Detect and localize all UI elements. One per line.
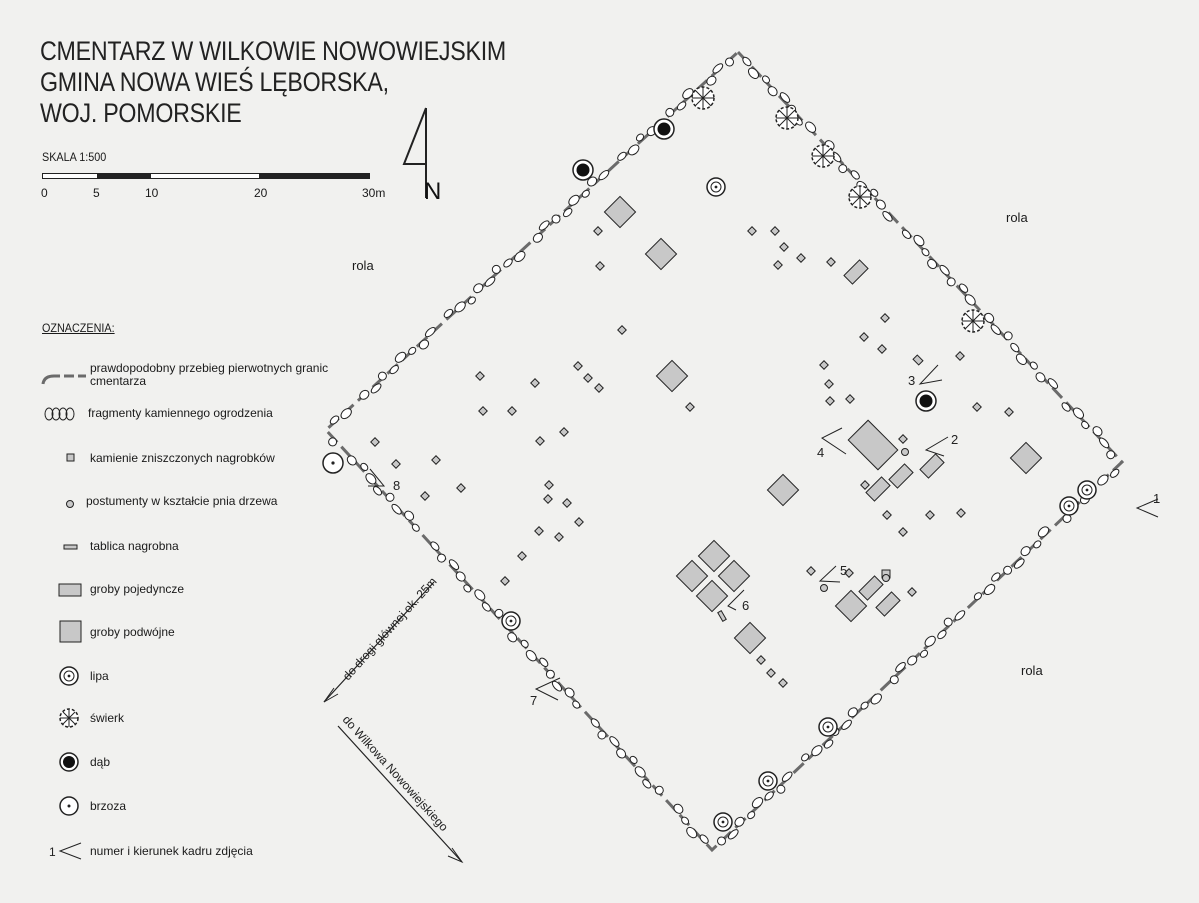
legend-birch: brzoza — [40, 792, 340, 820]
spruce-icon — [775, 106, 799, 130]
legend-double-grave: groby podwójne — [40, 618, 340, 646]
lime-tree-icon — [758, 771, 778, 791]
lime-tree-icon — [501, 611, 521, 631]
small-square-icon — [66, 453, 75, 462]
lime-tree-icon — [706, 177, 726, 197]
legend-title: OZNACZENIA: — [42, 321, 115, 335]
scale-tick-30: 30m — [362, 186, 386, 200]
oak-icon — [59, 752, 79, 772]
legend-stones: fragmenty kamiennego ogrodzenia — [40, 400, 340, 428]
legend-oak-text: dąb — [90, 755, 111, 769]
land-label-southeast: rola — [1021, 663, 1043, 678]
title-line-1: CMENTARZ W WILKOWIE NOWOWIEJSKIM — [40, 36, 507, 66]
plaque-icon — [63, 544, 78, 550]
spruce-icon — [59, 708, 79, 728]
lime-tree-icon — [818, 717, 838, 737]
legend-plaque: tablica nagrobna — [40, 533, 340, 561]
legend-double-grave-text: groby podwójne — [90, 625, 175, 639]
map-title: CMENTARZ W WILKOWIE NOWOWIEJSKIM GMINA N… — [40, 36, 506, 129]
scale-tick-20: 20 — [254, 186, 268, 200]
photo-point-3: 3 — [908, 373, 915, 388]
photo-point-2: 2 — [951, 432, 958, 447]
legend-lime-tree: lipa — [40, 662, 340, 690]
legend-small-circle-text: postumenty w kształcie pnia drzewa — [86, 494, 278, 508]
legend-boundary: prawdopodobny przebieg pierwotnych grani… — [40, 362, 340, 390]
legend-birch-text: brzoza — [90, 799, 127, 813]
lime-tree-icon — [1059, 496, 1079, 516]
road-arrows: do drogi głównej ok. 25m do Wilkowa Nowo… — [323, 574, 464, 864]
lime-tree-icon — [59, 666, 79, 686]
single-grave-icon — [58, 583, 82, 597]
north-label: N — [424, 178, 441, 205]
legend-small-circle: postumenty w kształcie pnia drzewa — [40, 490, 340, 518]
legend-stones-text: fragmenty kamiennego ogrodzenia — [88, 406, 273, 420]
double-grave-icon — [59, 620, 82, 643]
legend-single-grave: groby pojedyncze — [40, 575, 340, 603]
photo-point-8: 8 — [393, 478, 400, 493]
legend-oak: dąb — [40, 748, 340, 776]
road-label-main: do drogi głównej ok. 25m — [340, 574, 440, 683]
legend-spruce: świerk — [40, 704, 340, 732]
photo-point-1: 1 — [1153, 491, 1160, 506]
land-label-east: rola — [1006, 210, 1028, 225]
scale-bar — [42, 173, 370, 179]
scale-tick-0: 0 — [41, 186, 48, 200]
spruce-icon — [848, 185, 872, 209]
legend-small-square: kamienie zniszczonych nagrobków — [40, 444, 340, 472]
legend-plaque-text: tablica nagrobna — [90, 539, 179, 553]
legend-lime-tree-text: lipa — [90, 669, 109, 683]
oak-icon — [653, 118, 675, 140]
legend-single-grave-text: groby pojedyncze — [90, 582, 185, 596]
trees — [322, 86, 1097, 832]
spruce-icon — [811, 144, 835, 168]
graves — [603, 195, 1043, 655]
stone-fence-fragments — [328, 56, 1120, 846]
stones-icon — [44, 407, 75, 421]
destroyed-tombstone-stones — [370, 226, 1014, 688]
photo-point-5: 5 — [840, 563, 847, 578]
scale-tick-5: 5 — [93, 186, 100, 200]
lime-tree-icon — [1077, 480, 1097, 500]
cemetery-boundary — [323, 49, 1125, 853]
lime-tree-icon — [713, 812, 733, 832]
photo-point-4: 4 — [817, 445, 824, 460]
title-line-3: WOJ. POMORSKIE — [40, 98, 242, 128]
land-label-west: rola — [352, 258, 374, 273]
photo-markers: 1 2 3 4 5 6 7 8 — [368, 364, 1160, 708]
legend-spruce-text: świerk — [90, 711, 125, 725]
scale-label: SKALA 1:500 — [42, 150, 107, 164]
boundary-line-icon — [41, 374, 86, 385]
oak-icon — [572, 159, 594, 181]
legend-boundary-text: prawdopodobny przebieg pierwotnych grani… — [90, 361, 329, 388]
photo-point-6: 6 — [742, 598, 749, 613]
title-line-2: GMINA NOWA WIEŚ LĘBORSKA, — [40, 67, 389, 97]
photo-marker-icon: 1 — [49, 842, 82, 860]
legend-small-square-text: kamienie zniszczonych nagrobków — [90, 451, 275, 465]
spruce-icon — [961, 309, 985, 333]
photo-point-7: 7 — [530, 693, 537, 708]
road-label-village: do Wilkowa Nowowiejskiego — [340, 713, 451, 835]
legend-photo-marker: 1 numer i kierunek kadru zdjęcia — [40, 837, 340, 865]
legend-photo-marker-text: numer i kierunek kadru zdjęcia — [90, 844, 253, 858]
oak-icon — [915, 390, 937, 412]
scale-tick-10: 10 — [145, 186, 159, 200]
birch-icon — [59, 796, 79, 816]
small-circle-icon — [66, 500, 74, 508]
photo-marker-number: 1 — [49, 845, 56, 859]
spruce-icon — [691, 86, 715, 110]
